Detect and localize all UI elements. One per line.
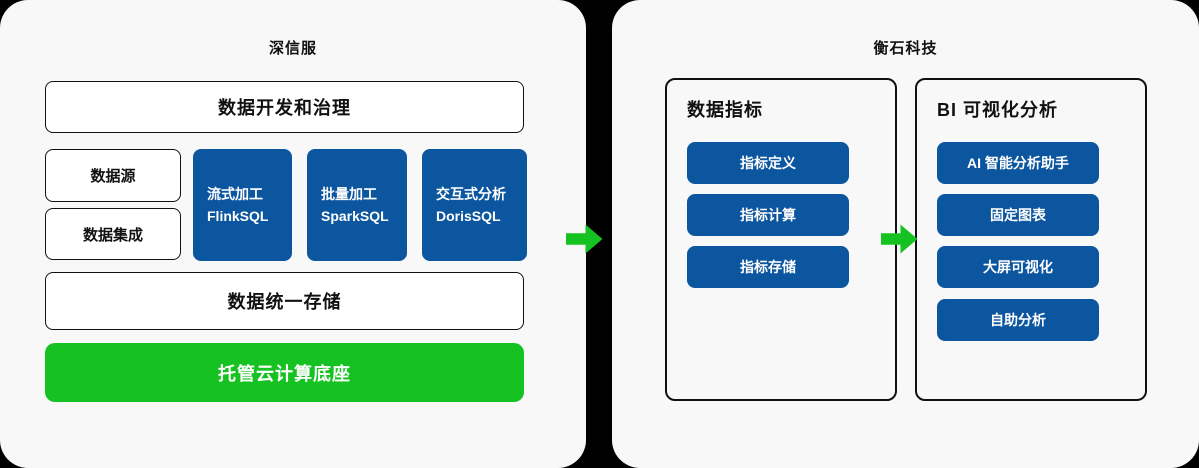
data-metrics-panel: 数据指标 指标定义 指标计算 指标存储 bbox=[665, 78, 897, 401]
metric-calculation-item: 指标计算 bbox=[687, 194, 849, 236]
dorissql-label: DorisSQL bbox=[436, 208, 501, 224]
interactive-analysis-tile: 交互式分析 DorisSQL bbox=[422, 149, 527, 261]
ai-analysis-assistant-label: AI 智能分析助手 bbox=[967, 155, 1069, 171]
sangfor-title: 深信服 bbox=[268, 40, 317, 57]
dashboard-visualization-item: 大屏可视化 bbox=[937, 246, 1099, 288]
managed-cloud-base-box: 托管云计算底座 bbox=[45, 343, 524, 402]
unified-storage-box: 数据统一存储 bbox=[45, 272, 524, 330]
stream-processing-label: 流式加工 bbox=[207, 186, 263, 202]
stream-processing-tile: 流式加工 FlinkSQL bbox=[193, 149, 292, 261]
metric-storage-item: 指标存储 bbox=[687, 246, 849, 288]
data-integration-label: 数据集成 bbox=[82, 226, 143, 244]
dashboard-visualization-label: 大屏可视化 bbox=[983, 259, 1053, 275]
arrow-right-icon bbox=[881, 224, 918, 254]
sparksql-label: SparkSQL bbox=[321, 208, 389, 224]
data-source-box: 数据源 bbox=[45, 149, 181, 202]
fixed-charts-item: 固定图表 bbox=[937, 194, 1099, 236]
batch-processing-label: 批量加工 bbox=[321, 186, 377, 202]
interactive-analysis-label: 交互式分析 bbox=[436, 186, 506, 202]
unified-storage-label: 数据统一存储 bbox=[227, 292, 342, 312]
hengshi-title: 衡石科技 bbox=[873, 40, 938, 57]
sangfor-card: 深信服 数据开发和治理 数据源 数据集成 流式加工 FlinkSQL 批量加工 … bbox=[0, 0, 586, 468]
data-metrics-heading: 数据指标 bbox=[687, 100, 763, 120]
metric-storage-label: 指标存储 bbox=[740, 259, 796, 275]
metric-definition-item: 指标定义 bbox=[687, 142, 849, 184]
metric-calculation-label: 指标计算 bbox=[740, 207, 796, 223]
self-service-analysis-item: 自助分析 bbox=[937, 299, 1099, 341]
data-dev-governance-box: 数据开发和治理 bbox=[45, 81, 524, 133]
self-service-analysis-label: 自助分析 bbox=[990, 312, 1046, 328]
ai-analysis-assistant-item: AI 智能分析助手 bbox=[937, 142, 1099, 184]
arrow-right-icon bbox=[566, 224, 603, 254]
data-source-label: 数据源 bbox=[90, 168, 136, 185]
data-dev-governance-label: 数据开发和治理 bbox=[218, 98, 351, 118]
batch-processing-tile: 批量加工 SparkSQL bbox=[307, 149, 407, 261]
managed-cloud-base-label: 托管云计算底座 bbox=[218, 363, 351, 384]
data-integration-box: 数据集成 bbox=[45, 208, 181, 260]
flinksql-label: FlinkSQL bbox=[207, 208, 269, 224]
metric-definition-label: 指标定义 bbox=[740, 155, 796, 171]
fixed-charts-label: 固定图表 bbox=[990, 207, 1046, 223]
bi-visualization-panel: BI 可视化分析 AI 智能分析助手 固定图表 大屏可视化 自助分析 bbox=[915, 78, 1147, 401]
bi-visualization-heading: BI 可视化分析 bbox=[937, 100, 1059, 120]
